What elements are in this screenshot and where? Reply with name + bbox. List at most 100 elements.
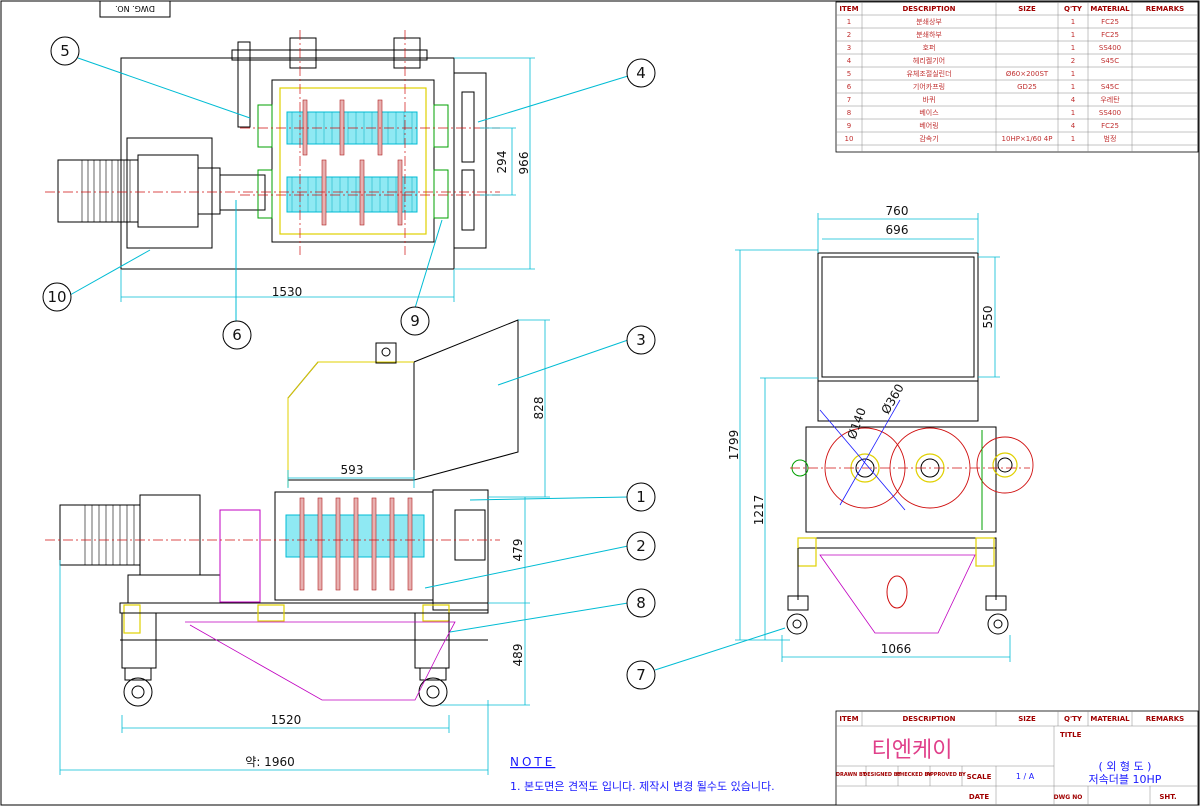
dwg-no-label: DWG. NO. <box>115 4 155 13</box>
balloon-1: 1 <box>636 488 646 506</box>
top-view: 1530 966 294 <box>45 30 535 302</box>
parts-cell-item: 10 <box>845 135 854 143</box>
parts-cell-material: S45C <box>1101 83 1119 91</box>
crusher-housing <box>271 79 435 243</box>
dim-lower-height: 489 <box>511 644 525 667</box>
balloons <box>42 36 786 690</box>
title-block: ITEM DESCRIPTION SIZE Q'TY MATERIAL REMA… <box>835 710 1199 806</box>
base-frame <box>119 602 489 614</box>
sheet-label: SHT. <box>1159 793 1176 801</box>
scale-value: 1 / A <box>1016 772 1035 781</box>
motor-body <box>57 159 139 223</box>
balloon-2: 2 <box>636 537 646 555</box>
parts-cell-material: SS400 <box>1099 44 1121 52</box>
dim-side-wheel-span: 1066 <box>881 642 912 656</box>
top-base-plate <box>120 57 455 270</box>
dim-top-height: 966 <box>517 152 531 175</box>
dim-side-outer-width: 760 <box>886 204 909 218</box>
balloon-3: 3 <box>636 331 646 349</box>
motor-front <box>59 504 141 566</box>
parts-cell-qty: 1 <box>1071 83 1075 91</box>
parts-cell-item: 9 <box>847 122 851 130</box>
title-header-item: ITEM <box>839 715 858 723</box>
parts-cell-qty: 4 <box>1071 122 1076 130</box>
parts-cell-size: 10HP×1/60 4P <box>1002 135 1053 143</box>
parts-header-qty: Q'TY <box>1064 5 1083 13</box>
dwg-no-field-label: DWG NO <box>1054 794 1083 801</box>
parts-header-material: MATERIAL <box>1090 5 1130 13</box>
parts-cell-description: 유체조절실린더 <box>906 69 951 78</box>
parts-cell-description: 베어링 <box>919 121 938 130</box>
dwg-no-box <box>99 0 171 18</box>
parts-cell-description: 분쇄하부 <box>916 30 942 39</box>
balloon-5: 5 <box>60 42 70 60</box>
company-name: 티엔케이 <box>872 738 953 763</box>
parts-cell-description: 감속기 <box>919 134 938 143</box>
front-view: 593 828 479 489 1520 약: 1960 <box>45 319 550 775</box>
parts-cell-material: 범정 <box>1104 134 1117 143</box>
dim-base-length: 1520 <box>271 713 302 727</box>
dim-top-width: 1530 <box>272 285 303 299</box>
date-label: DATE <box>969 793 989 801</box>
parts-header-description: DESCRIPTION <box>902 5 955 13</box>
parts-cell-qty: 4 <box>1071 96 1076 104</box>
view-name: ( 외 형 도 ) <box>1099 760 1152 773</box>
dim-side-hopper-height: 550 <box>981 306 995 329</box>
title-header-remarks: REMARKS <box>1146 715 1184 723</box>
parts-cell-item: 7 <box>847 96 851 104</box>
parts-header-size: SIZE <box>1018 5 1036 13</box>
parts-cell-material: FC25 <box>1101 18 1119 26</box>
parts-cell-description: 헤리켈기어 <box>913 56 945 65</box>
note-line-1: 1. 본도면은 견적도 입니다. 제작시 변경 될수도 있습니다. <box>510 779 775 793</box>
title-header-qty: Q'TY <box>1064 715 1083 723</box>
dim-upper-height: 479 <box>511 539 525 562</box>
balloon-4: 4 <box>636 64 646 82</box>
approved-by-label: APPROVED BY <box>926 772 966 778</box>
parts-cell-item: 4 <box>847 57 852 65</box>
parts-cell-description: 베이스 <box>919 108 939 117</box>
parts-cell-description: 분쇄상부 <box>916 17 942 26</box>
balloon-9: 9 <box>410 312 420 330</box>
dim-hopper-width: 593 <box>341 463 364 477</box>
designed-by-label: DESIGNED BY <box>863 772 901 778</box>
parts-cell-qty: 1 <box>1071 31 1075 39</box>
parts-cell-item: 6 <box>847 83 852 91</box>
dim-dia-large: Ø360 <box>878 381 906 416</box>
parts-cell-item: 3 <box>847 44 851 52</box>
parts-cell-item: 2 <box>847 31 851 39</box>
parts-cell-description: 호퍼 <box>923 43 936 52</box>
dim-overall-length: 약: 1960 <box>245 754 294 769</box>
parts-cell-item: 8 <box>847 109 851 117</box>
dim-side-total-height: 1799 <box>727 430 741 461</box>
dim-side-inner-width: 696 <box>886 223 909 237</box>
parts-header-item: ITEM <box>839 5 858 13</box>
dim-dia-small: Ø140 <box>845 406 869 441</box>
side-hopper <box>817 252 979 382</box>
checked-by-label: CHECKED BY <box>896 772 932 778</box>
note-title: NOTE <box>510 755 555 769</box>
dim-top-center: 294 <box>495 151 509 174</box>
reducer-body <box>137 154 199 228</box>
parts-cell-qty: 1 <box>1071 44 1075 52</box>
parts-cell-size: GD25 <box>1017 83 1037 91</box>
side-view: 760 696 550 1799 1217 1066 Ø140 Ø360 <box>727 204 1034 662</box>
drawn-by-label: DRAWN BY <box>836 772 867 778</box>
dim-hopper-height: 828 <box>532 397 546 420</box>
parts-cell-item: 1 <box>847 18 851 26</box>
parts-cell-size: Ø60×200ST <box>1006 70 1049 78</box>
cylinder <box>237 41 251 128</box>
lower-roller <box>286 176 418 213</box>
parts-cell-material: SS400 <box>1099 109 1121 117</box>
balloon-10: 10 <box>47 288 66 306</box>
parts-cell-material: S45C <box>1101 57 1119 65</box>
title-header-description: DESCRIPTION <box>902 715 955 723</box>
side-housing <box>805 426 997 533</box>
title-header-size: SIZE <box>1018 715 1036 723</box>
parts-cell-qty: 2 <box>1071 57 1075 65</box>
balloon-8: 8 <box>636 594 646 612</box>
title-header-material: MATERIAL <box>1090 715 1130 723</box>
product-name: 저속더블 10HP <box>1089 773 1162 786</box>
